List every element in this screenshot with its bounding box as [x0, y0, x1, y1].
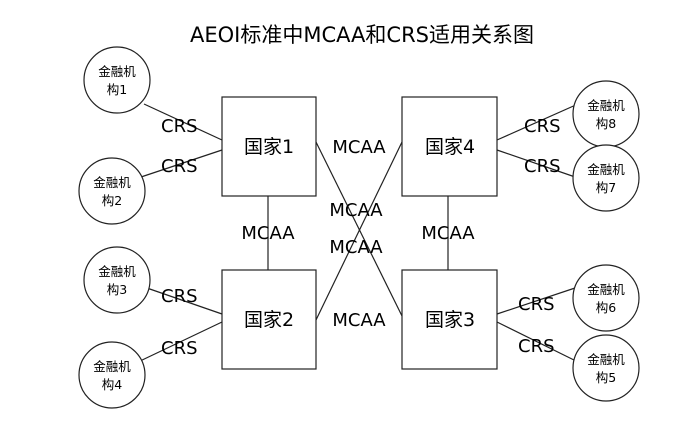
institution-circle [78, 341, 146, 409]
institution-label-line2: 构2 [102, 193, 122, 208]
institution-node-f3: 金融机 构3 [83, 246, 151, 314]
crs-line-f2 [137, 149, 223, 179]
crs-line-f1 [143, 103, 223, 141]
institution-circle [78, 157, 146, 225]
institution-node-f1: 金融机 构1 [83, 46, 151, 114]
institution-node-f2: 金融机 构2 [78, 157, 146, 225]
institution-node-f8: 金融机 构8 [572, 80, 640, 148]
mcaa-label-c1-c2: MCAA [241, 223, 295, 244]
crs-label-f7: CRS [524, 156, 561, 177]
country-label: 国家1 [244, 136, 294, 158]
crs-label-f2: CRS [161, 156, 198, 177]
institution-circle [83, 46, 151, 114]
institution-circle [83, 246, 151, 314]
institution-label-line2: 构3 [107, 282, 127, 297]
country-box [221, 96, 317, 197]
institution-label-line2: 构7 [596, 180, 616, 195]
institution-label-line1: 金融机 [587, 98, 625, 113]
institution-label-line2: 构4 [102, 377, 123, 392]
crs-line-f8 [496, 103, 579, 141]
mcaa-label-c2-c4: MCAA [329, 237, 383, 258]
crs-label-f3: CRS [161, 286, 198, 307]
crs-line-f6 [496, 286, 579, 315]
diagram-title: AEOI标准中MCAA和CRS适用关系图 [190, 23, 534, 47]
country-label: 国家3 [425, 309, 475, 331]
institution-label-line1: 金融机 [93, 175, 131, 190]
crs-line-f7 [496, 149, 579, 179]
institution-label-line1: 金融机 [93, 359, 131, 374]
institution-label-line2: 构6 [596, 300, 617, 315]
country-node-c4: 国家4 [401, 96, 498, 197]
country-label: 国家2 [244, 309, 294, 331]
institution-node-f6: 金融机 构6 [572, 264, 640, 332]
institution-circle [572, 80, 640, 148]
crs-label-f1: CRS [161, 116, 198, 137]
institution-circle [572, 144, 640, 212]
institution-node-f7: 金融机 构7 [572, 144, 640, 212]
connectors [137, 103, 579, 363]
institution-label-line1: 金融机 [98, 264, 136, 279]
country-node-c3: 国家3 [401, 269, 498, 370]
institution-label-line2: 构5 [596, 370, 616, 385]
institution-circle [572, 264, 640, 332]
institution-label-line2: 构8 [596, 116, 617, 131]
country-box [401, 269, 498, 370]
mcaa-label-c2-c3: MCAA [332, 310, 386, 331]
crs-label-f8: CRS [524, 116, 561, 137]
country-box [221, 269, 317, 370]
institution-label-line1: 金融机 [587, 352, 625, 367]
institution-label-line1: 金融机 [587, 162, 625, 177]
mcaa-label-c1-c4: MCAA [332, 137, 386, 158]
mcaa-label-c1-c3: MCAA [329, 200, 383, 221]
institution-node-f4: 金融机 构4 [78, 341, 146, 409]
country-label: 国家4 [425, 136, 475, 158]
country-node-c1: 国家1 [221, 96, 317, 197]
institution-circle [572, 334, 640, 402]
country-node-c2: 国家2 [221, 269, 317, 370]
institution-label-line1: 金融机 [587, 282, 625, 297]
crs-label-f5: CRS [518, 336, 555, 357]
country-box [401, 96, 498, 197]
crs-line-f3 [143, 286, 223, 315]
mcaa-line-c1-c3 [315, 141, 403, 317]
crs-label-f4: CRS [161, 338, 198, 359]
crs-label-f6: CRS [518, 294, 555, 315]
institution-node-f5: 金融机 构5 [572, 334, 640, 402]
crs-line-f4 [137, 321, 223, 363]
institution-label-line2: 构1 [107, 82, 127, 97]
crs-line-f5 [496, 321, 579, 363]
mcaa-line-c2-c4 [315, 141, 403, 321]
institution-label-line1: 金融机 [98, 64, 136, 79]
mcaa-label-c4-c3: MCAA [421, 223, 475, 244]
